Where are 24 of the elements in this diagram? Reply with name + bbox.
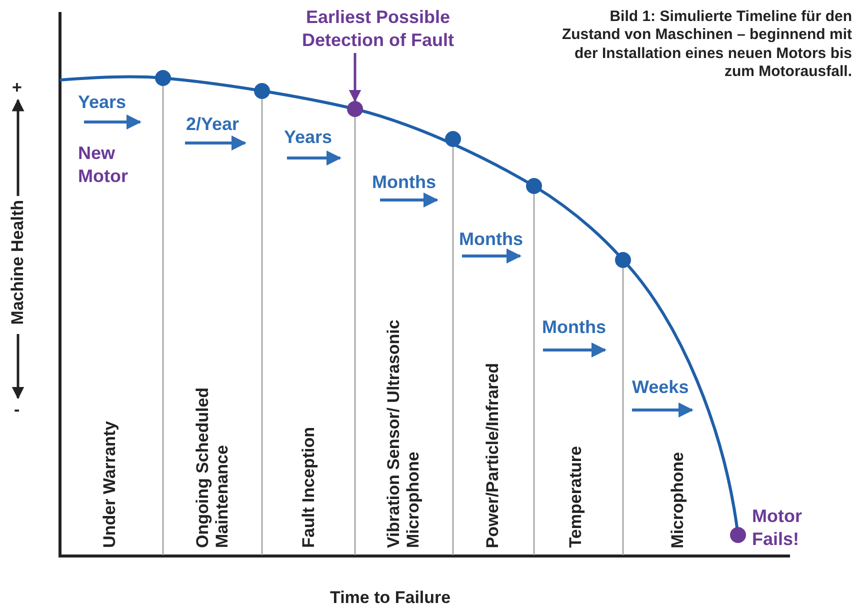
caption: Bild 1: Simulierte Timeline für den Zustand von Maschinen – beginnend mit der Installation eines neuen Motors bis zum Motorausfall. (560, 8, 852, 82)
axis-title: Time to Failure (330, 588, 451, 608)
phase-label: Microphone (668, 452, 688, 548)
duration-label: Years (284, 127, 332, 148)
duration-label: 2/Year (186, 114, 240, 135)
phase-label: Ongoing Scheduled Maintenance (193, 386, 232, 548)
milestone-label: New Motor (78, 142, 129, 187)
duration-label: Months (542, 317, 606, 338)
duration-label: Months (459, 229, 523, 250)
axis-label: + (12, 78, 22, 98)
duration-label: Months (372, 172, 436, 193)
axis-label: Machine Health (8, 200, 28, 325)
axis-label: - (14, 400, 20, 420)
arrow (348, 53, 362, 102)
detection-point (347, 101, 363, 117)
milestone-label: Motor Fails! (752, 505, 803, 550)
duration-label: Weeks (632, 377, 689, 398)
phase-label: Temperature (566, 446, 586, 548)
phase-label: Power/Particle/Infrared (483, 362, 503, 548)
phase-label: Vibration Sensor/ Ultrasonic Microphone (384, 318, 424, 548)
duration-label: Years (78, 92, 126, 113)
callout-text: Earliest Possible Detection of Fault (290, 6, 466, 51)
phase-label: Fault Inception (299, 427, 319, 548)
phase-label: Under Warranty (100, 421, 120, 548)
